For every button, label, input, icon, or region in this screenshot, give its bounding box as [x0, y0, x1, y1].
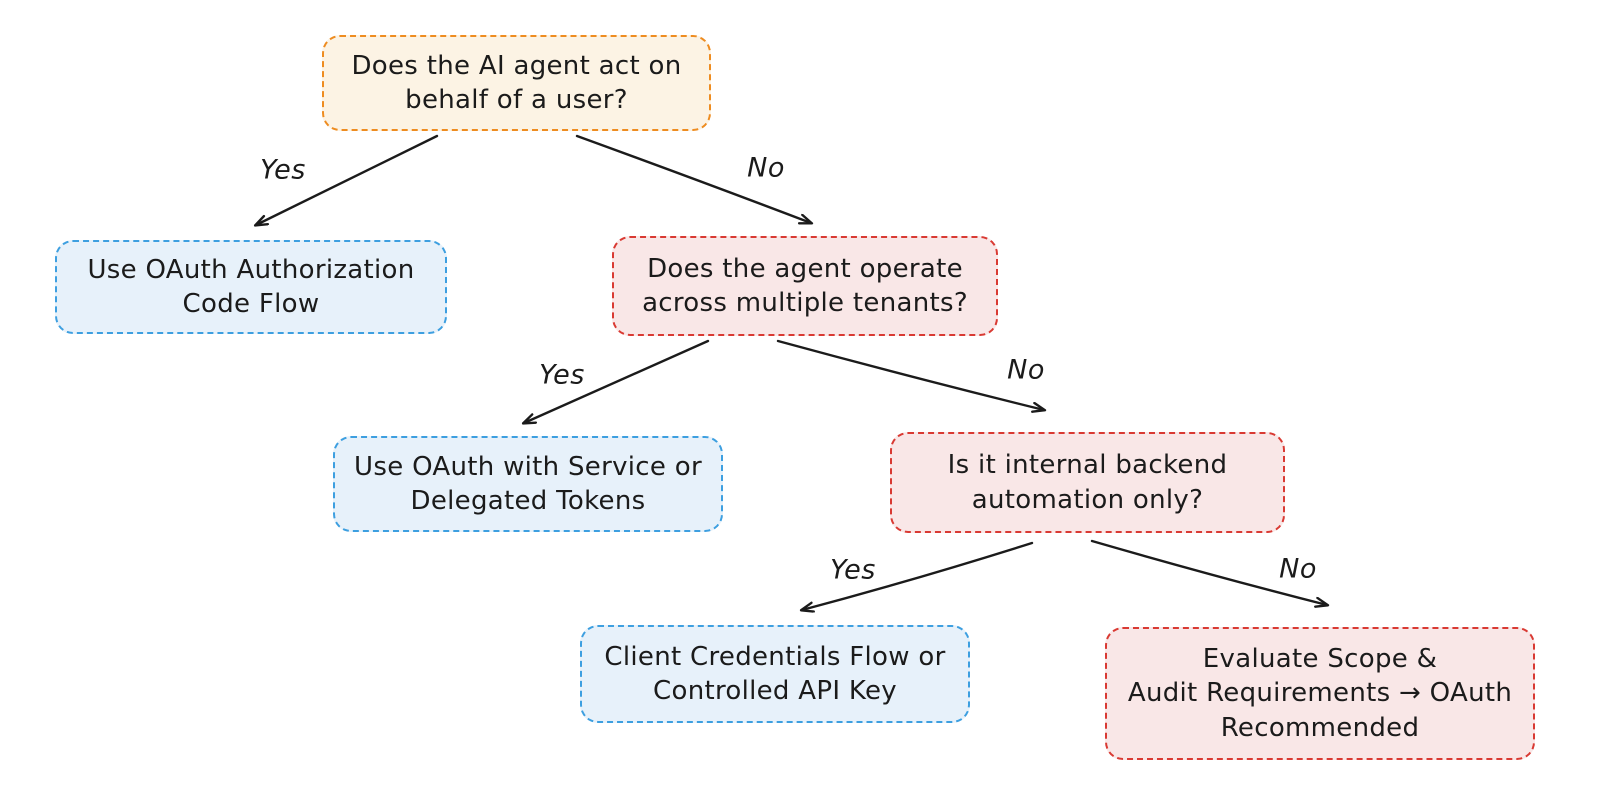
edge-label-yes-3: Yes: [830, 554, 876, 586]
node-answer-evaluate-scope: Evaluate Scope & Audit Requirements → OA…: [1105, 627, 1535, 760]
edge-label-yes-2: Yes: [539, 359, 585, 391]
node-answer-service-delegated-tokens: Use OAuth with Service or Delegated Toke…: [333, 436, 723, 532]
node-answer-client-credentials: Client Credentials Flow or Controlled AP…: [580, 625, 970, 723]
node-answer-auth-code-flow: Use OAuth Authorization Code Flow: [55, 240, 447, 334]
edge-label-no-3: No: [1279, 553, 1317, 585]
edge-label-no-1: No: [747, 152, 785, 184]
edge-tenants-no: [776, 339, 1044, 410]
node-question-multi-tenant: Does the agent operate across multiple t…: [612, 236, 998, 336]
edge-label-yes-1: Yes: [260, 154, 306, 186]
edge-label-no-2: No: [1007, 354, 1045, 386]
node-question-acts-for-user: Does the AI agent act on behalf of a use…: [322, 35, 711, 131]
node-question-internal-automation: Is it internal backend automation only?: [890, 432, 1285, 533]
